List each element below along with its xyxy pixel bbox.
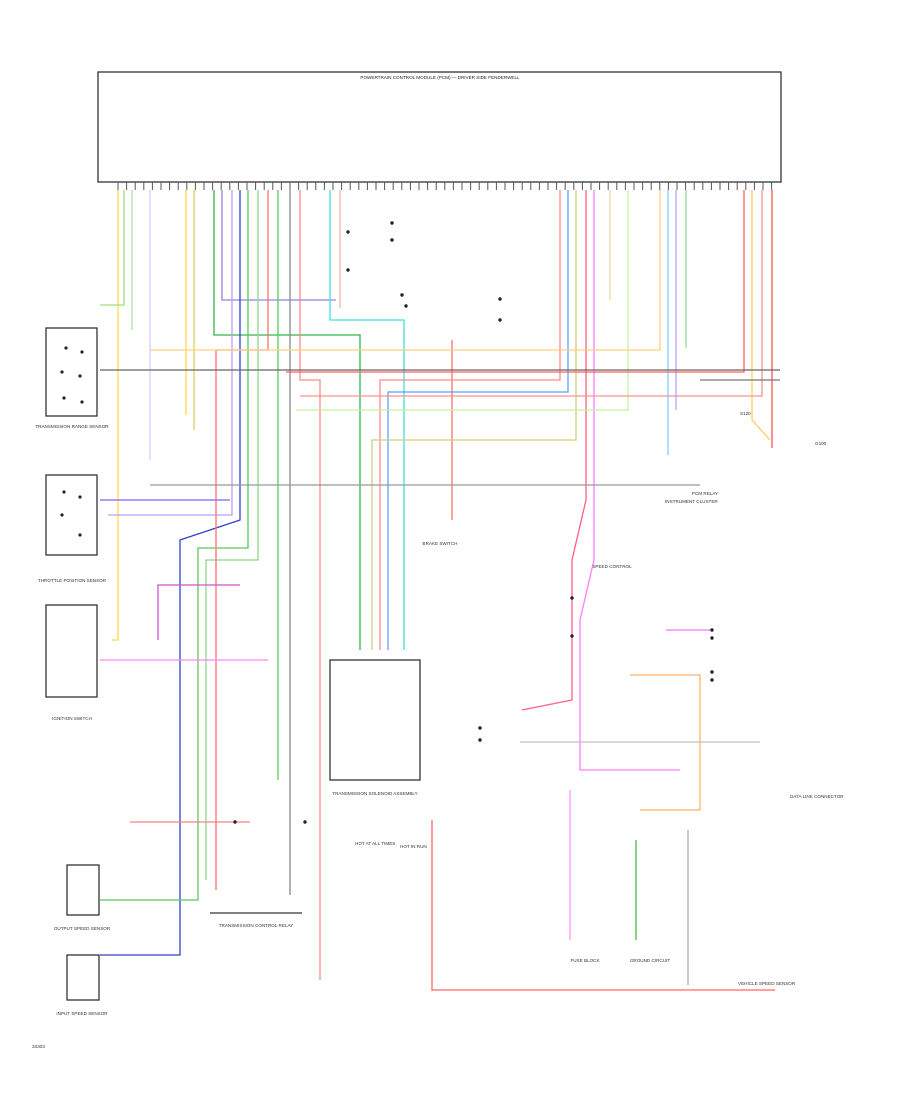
data-link-label: DATA LINK CONNECTOR	[790, 794, 844, 799]
pin-dot	[64, 346, 68, 350]
wire-16	[329, 190, 405, 650]
speed-control-label: SPEED CONTROL	[592, 564, 632, 569]
pcm-connector-block: POWERTRAIN CONTROL MODULE (PCM) — DRIVER…	[97, 71, 782, 190]
trans-range-sensor-label: TRANSMISSION RANGE SENSOR	[35, 424, 109, 429]
wire-31	[751, 190, 771, 441]
pin-dot	[78, 495, 82, 499]
connector-dot-2	[400, 293, 404, 297]
input-speed-sensor-label: INPUT SPEED SENSOR	[56, 1011, 108, 1016]
hot-at-all-times-label: HOT AT ALL TIMES	[355, 841, 395, 846]
connector-dot-11	[478, 738, 482, 742]
connector-dot-0	[390, 221, 394, 225]
connector-dot-13	[303, 820, 307, 824]
pin-dot	[62, 490, 66, 494]
wire-0	[112, 190, 119, 641]
fuse-block-label: FUSE BLOCK	[570, 958, 600, 963]
figure-id: 33303	[32, 1044, 45, 1049]
trans-control-relay-label: TRANSMISSION CONTROL RELAY	[219, 923, 294, 928]
wire-40	[157, 584, 240, 640]
connector-dot-15	[346, 268, 350, 272]
trans-solenoid-label: TRANSMISSION SOLENOID ASSEMBLY	[332, 791, 417, 796]
tps-label: THROTTLE POSITION SENSOR	[38, 578, 107, 583]
connector-dot-6	[710, 628, 714, 632]
ground-ckt-label: GROUND CIRCUIT	[630, 958, 671, 963]
wire-1	[100, 190, 125, 306]
pin-dot	[80, 400, 84, 404]
solenoid-body	[329, 659, 421, 781]
wire-21	[371, 190, 577, 650]
trans-range-sensor-body	[45, 327, 98, 417]
connector-dot-4	[498, 297, 502, 301]
wire-harness	[100, 190, 780, 991]
connector-dot-10	[478, 726, 482, 730]
wire-12	[215, 190, 269, 890]
brake-switch-label: BRAKE SWITCH	[423, 541, 458, 546]
output-speed-sensor-body	[66, 864, 100, 916]
pin-dot	[60, 370, 64, 374]
connector-dot-3	[404, 304, 408, 308]
vss-label: VEHICLE SPEED SENSOR	[738, 981, 796, 986]
tps-body	[45, 474, 98, 556]
wire-15	[299, 190, 321, 980]
input-speed-sensor-body	[66, 954, 100, 1001]
connector-dot-1	[390, 238, 394, 242]
trans-range-sensor: TRANSMISSION RANGE SENSOR	[35, 327, 109, 429]
wire-11	[205, 190, 259, 880]
ignition-switch: IGNITION SWITCH	[45, 604, 98, 721]
wire-32	[300, 190, 763, 397]
wire-6	[213, 190, 361, 650]
trans-solenoid-assembly: TRANSMISSION SOLENOID ASSEMBLY	[329, 659, 421, 796]
pcm-pin-row	[117, 182, 773, 190]
pin-dot	[60, 513, 64, 517]
connector-dot-14	[346, 230, 350, 234]
hot-in-run-label: HOT IN RUN	[400, 844, 427, 849]
wire-25	[296, 190, 629, 411]
trans-control-relay: TRANSMISSION CONTROL RELAY	[210, 912, 302, 928]
pin-dot	[78, 374, 82, 378]
wire-26	[150, 190, 661, 351]
pin-dot	[78, 533, 82, 537]
connector-dot-9	[710, 678, 714, 682]
speed-sensors: OUTPUT SPEED SENSOR INPUT SPEED SENSOR	[54, 864, 111, 1016]
wire-9	[100, 190, 241, 956]
pin-dot	[80, 350, 84, 354]
wire-10	[100, 190, 249, 901]
ground-point-label: G100	[815, 441, 827, 446]
splice-label: S120	[740, 411, 751, 416]
ignition-switch-label: IGNITION SWITCH	[52, 716, 92, 721]
output-speed-sensor-label: OUTPUT SPEED SENSOR	[54, 926, 111, 931]
wire-20	[387, 190, 569, 650]
connector-dot-5	[498, 318, 502, 322]
pcm-box	[97, 71, 782, 183]
misc-labels: FUSE BLOCK GROUND CIRCUIT PCM RELAY DATA…	[32, 411, 844, 1049]
pin-dot	[62, 396, 66, 400]
wire-7	[221, 190, 336, 301]
connector-dot-7	[710, 636, 714, 640]
pcm-relay-label: PCM RELAY	[692, 491, 718, 496]
throttle-position-sensor: THROTTLE POSITION SENSOR	[38, 474, 107, 583]
connector-dot-12	[233, 820, 237, 824]
wire-30	[286, 190, 745, 373]
pcm-title: POWERTRAIN CONTROL MODULE (PCM) — DRIVER…	[360, 75, 520, 80]
wire-34	[431, 820, 775, 991]
wire-19	[379, 190, 561, 650]
ignition-switch-body	[45, 604, 98, 698]
wire-22	[521, 190, 587, 711]
connector-dot-8	[710, 670, 714, 674]
wire-23	[579, 190, 680, 771]
connector-dot-16	[570, 596, 574, 600]
connector-dot-17	[570, 634, 574, 638]
wire-8	[108, 190, 233, 516]
instrument-cluster-label: INSTRUMENT CLUSTER	[665, 499, 718, 504]
